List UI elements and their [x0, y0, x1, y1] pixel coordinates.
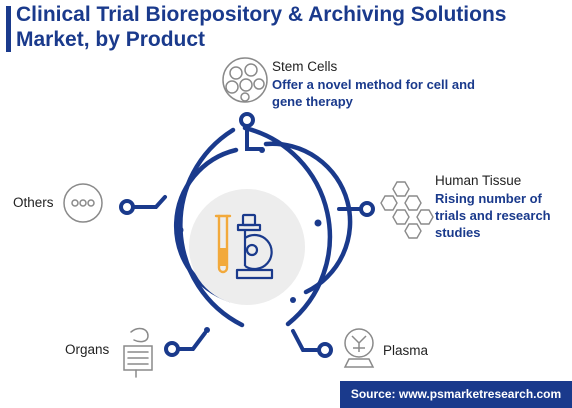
- human-tissue-label: Human Tissue: [435, 173, 522, 188]
- stem-cells-icon: [222, 57, 268, 103]
- inner-arc-right: [263, 141, 353, 295]
- inner-dot-plasma: [290, 297, 296, 303]
- node-stem-cells: [239, 112, 255, 128]
- stem-cells-label: Stem Cells: [272, 59, 338, 74]
- source-banner: Source: www.psmarketresearch.com: [340, 381, 572, 408]
- inner-dot-organs: [204, 327, 210, 333]
- stem-cells-description: Offer a novel method for cell and gene t…: [272, 77, 475, 109]
- connector-plasma: [291, 329, 325, 352]
- title-accent-bar: [6, 6, 11, 52]
- plasma-label: Plasma: [383, 343, 429, 358]
- inner-dot-others: [176, 226, 184, 234]
- organs-icon: [123, 327, 153, 378]
- organs-label: Organs: [65, 342, 110, 357]
- inner-dot-tissue: [314, 219, 322, 227]
- plasma-icon: [343, 328, 375, 368]
- microscope-icon: [235, 213, 274, 280]
- others-label: Others: [13, 195, 54, 210]
- human-tissue-icon: [380, 181, 434, 239]
- test-tube-icon: [214, 214, 232, 274]
- connector-others: [127, 195, 167, 209]
- page-title: Clinical Trial Biorepository & Archiving…: [16, 3, 507, 51]
- connector-organs: [172, 331, 207, 351]
- human-tissue-description: Rising number of trials and research stu…: [435, 191, 551, 240]
- node-others: [119, 199, 135, 215]
- inner-dot-stem: [259, 147, 265, 153]
- node-organs: [164, 341, 180, 357]
- others-icon: [63, 183, 103, 223]
- node-human-tissue: [359, 201, 375, 217]
- connector-stem-cells: [245, 120, 264, 151]
- node-plasma: [317, 342, 333, 358]
